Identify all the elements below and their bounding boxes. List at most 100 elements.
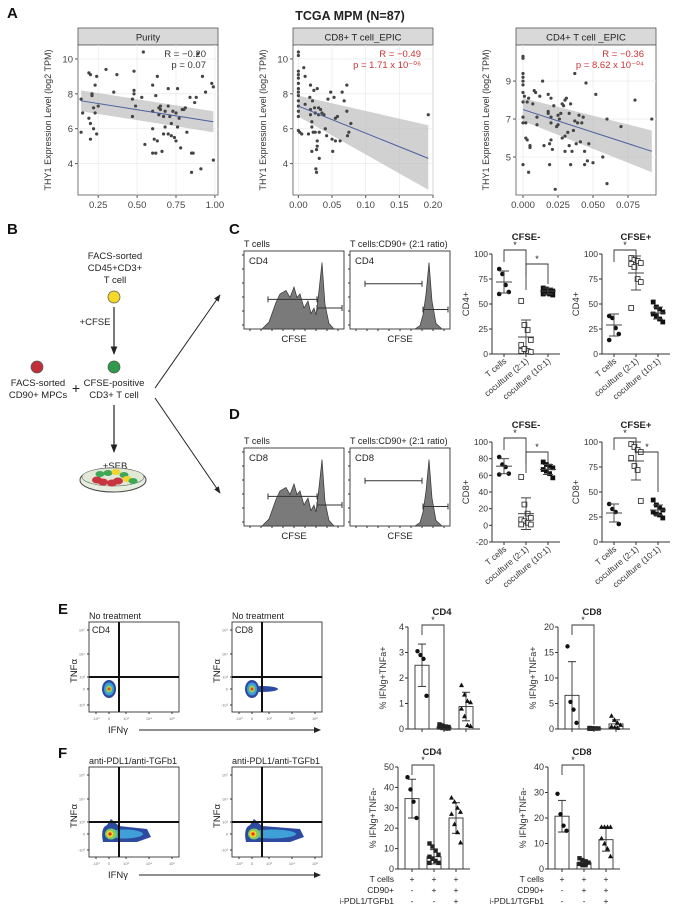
data-point (296, 69, 300, 73)
data-point (596, 726, 601, 731)
correlation-annotation: p = 1.71 x 10⁻⁰⁶ (353, 60, 421, 71)
histogram-marker-label: CD8 (249, 453, 268, 464)
data-point (188, 95, 192, 99)
y-axis-label: THY1 Expression Level (log2 TPM) (481, 50, 491, 191)
data-point (158, 107, 163, 112)
dotplot-title: CFSE+ (621, 232, 652, 243)
data-point (465, 722, 470, 728)
y-tick-label: 6 (68, 124, 73, 135)
data-point (535, 115, 539, 119)
y-tick-label: 50 (589, 299, 599, 309)
data-point (88, 137, 93, 141)
data-point (631, 444, 638, 450)
data-point (296, 87, 300, 91)
y-tick-label: 0 (226, 687, 229, 692)
significance-star: * (623, 428, 627, 438)
y-tick-label: 20 (544, 622, 554, 632)
data-point (449, 811, 454, 816)
histogram-curve (413, 262, 443, 330)
bar-chart-title: CD4 (432, 607, 452, 618)
x-tick-label: 10³ (266, 861, 272, 866)
data-point (317, 156, 321, 160)
data-point (130, 114, 135, 119)
data-point (615, 720, 620, 725)
data-point (405, 775, 410, 780)
data-point (310, 120, 314, 124)
data-point (421, 656, 426, 662)
data-point (518, 474, 525, 480)
arrow-to-c (154, 294, 221, 389)
data-point (314, 167, 318, 171)
data-point (452, 821, 457, 827)
correlation-annotation: R = −0.36 (602, 49, 644, 60)
data-point (314, 170, 319, 174)
data-point (650, 497, 656, 503)
data-point (458, 809, 463, 814)
y-axis-label: CD4+ (571, 291, 582, 316)
histogram-marker-label: CD4 (355, 256, 374, 267)
data-point (660, 309, 666, 315)
data-point (296, 73, 300, 77)
data-point (608, 853, 613, 859)
data-point (559, 111, 563, 115)
data-point (303, 102, 307, 106)
condition-value: - (433, 896, 436, 906)
data-point (612, 724, 617, 730)
data-point (542, 144, 546, 148)
data-point (440, 725, 445, 731)
data-point (610, 506, 615, 512)
y-tick-label: 40 (479, 487, 489, 497)
data-point (323, 127, 327, 131)
data-point (468, 699, 473, 705)
data-point (308, 83, 313, 87)
condition-value: + (410, 874, 415, 884)
data-point (330, 137, 334, 141)
data-point (418, 652, 423, 658)
data-point (566, 130, 570, 134)
y-tick-label: 3 (399, 648, 404, 658)
data-point (580, 857, 585, 863)
data-point (440, 723, 445, 728)
condition-value: - (411, 885, 414, 895)
y-axis-label: % IFNg+TNFa+ (378, 646, 388, 709)
data-point (315, 144, 319, 148)
data-point (548, 163, 552, 167)
density-peak (107, 687, 111, 691)
data-point (550, 475, 556, 481)
data-point (660, 515, 666, 521)
flow-plot-marker-label: CD4 (92, 625, 110, 635)
condition-value: + (604, 885, 609, 895)
data-point (155, 74, 159, 78)
y-tick-label: 75 (589, 462, 599, 472)
condition-value: - (561, 885, 564, 895)
data-point (151, 151, 155, 155)
data-point (610, 315, 615, 321)
data-point (547, 471, 552, 477)
data-point (310, 99, 315, 103)
data-point (161, 114, 166, 119)
data-point (521, 163, 525, 167)
data-point (112, 90, 116, 94)
data-point (194, 95, 198, 99)
significance-star: * (645, 442, 649, 452)
significance-bracket (525, 451, 549, 466)
y-tick-label: 0 (483, 520, 488, 530)
data-point (540, 459, 546, 465)
density-peak (251, 832, 255, 836)
data-point (95, 74, 99, 78)
significance-star: * (571, 755, 575, 765)
data-point (95, 132, 99, 136)
data-point (496, 266, 502, 272)
significance-bracket (421, 624, 445, 723)
data-point (347, 130, 351, 134)
significance-bracket (613, 249, 637, 264)
data-point (531, 102, 535, 106)
data-point (296, 76, 300, 80)
condition-value: + (582, 885, 587, 895)
data-point (415, 649, 420, 654)
x-tick-label: 0.00 (289, 200, 308, 211)
y-tick-label: 100 (474, 249, 488, 259)
x-tick-label: 10⁵ (169, 716, 175, 721)
data-point (634, 467, 641, 473)
